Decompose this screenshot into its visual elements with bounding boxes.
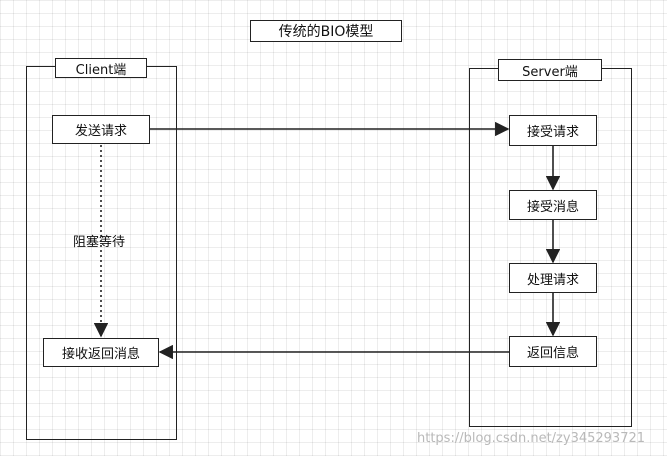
server-step-accept-message: 接受消息 bbox=[509, 190, 597, 220]
server-step-return-info: 返回信息 bbox=[509, 336, 597, 367]
send-request-box: 发送请求 bbox=[52, 115, 150, 144]
server-step-accept-request: 接受请求 bbox=[509, 115, 597, 146]
blocking-wait-label: 阻塞等待 bbox=[73, 235, 126, 250]
watermark-text: https://blog.csdn.net/zy345293721 bbox=[417, 431, 646, 446]
server-step-process-request: 处理请求 bbox=[509, 263, 597, 293]
receive-message-box: 接收返回消息 bbox=[43, 338, 159, 367]
server-label: Server端 bbox=[498, 59, 602, 81]
client-label: Client端 bbox=[55, 58, 147, 78]
diagram-title: 传统的BIO模型 bbox=[250, 20, 402, 42]
